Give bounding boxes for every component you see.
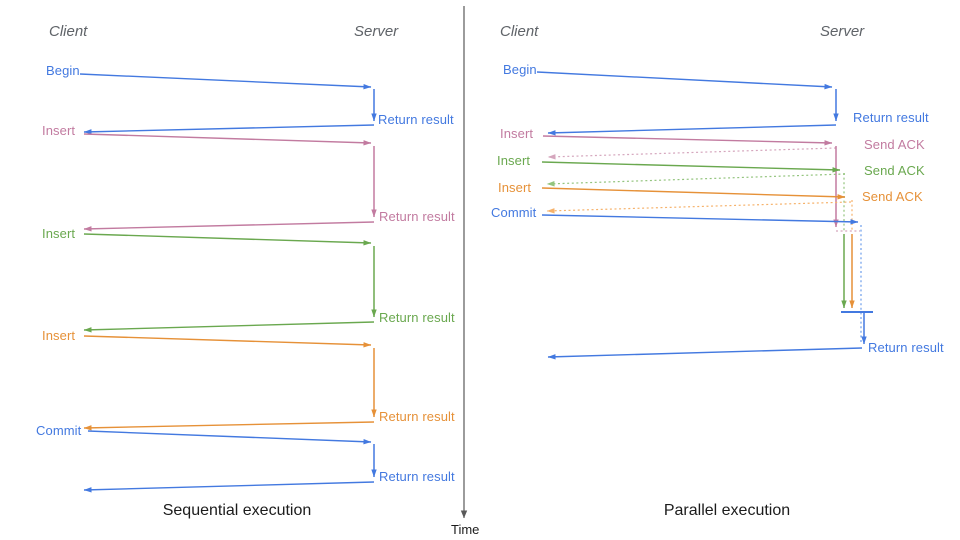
seq-client-header: Client [49,23,88,40]
par-insert2-ack-arrow [546,173,846,187]
seq-commit-request-arrow [87,430,372,445]
seq-insert2-label: Insert [42,226,76,241]
seq-insert2-return-arrow [83,321,375,333]
seq-commit-return-arrow [83,481,375,493]
par-commit-request-arrow [541,214,859,225]
par-title: Parallel execution [663,502,791,519]
time-axis-label: Time [451,522,480,537]
par-insert2-ack-label: Send ACK [864,163,925,178]
par-insert1-ack-label: Send ACK [864,137,925,152]
par-insert2-label: Insert [497,153,531,168]
par-commit-label: Commit [491,205,537,220]
par-insert3-ack-arrow [546,201,852,214]
par-begin-request-arrow [536,71,833,90]
par-insert1-label: Insert [500,126,534,141]
seq-insert1-return-arrow [83,221,375,232]
seq-insert1-label: Insert [42,123,76,138]
par-begin-return-arrow [547,124,837,136]
seq-insert1-return-label: Return result [379,209,455,224]
seq-title: Sequential execution [162,502,312,519]
seq-insert3-request-arrow [83,335,372,348]
par-insert1-ack-arrow [547,147,837,160]
par-insert3-label: Insert [498,180,532,195]
par-begin-label: Begin [503,62,537,77]
seq-insert3-return-arrow [83,421,375,431]
seq-server-header: Server [354,23,399,40]
par-insert3-ack-label: Send ACK [862,189,923,204]
seq-insert2-request-arrow [83,233,372,246]
seq-insert3-return-label: Return result [379,409,455,424]
seq-begin-return-label: Return result [378,112,454,127]
par-begin-return-label: Return result [853,110,929,125]
seq-begin-label: Begin [46,63,80,78]
seq-commit-return-label: Return result [379,469,455,484]
seq-insert2-return-label: Return result [379,310,455,325]
seq-insert1-request-arrow [83,133,372,146]
par-commit-return-arrow [547,347,863,360]
par-client-header: Client [500,23,539,40]
par-server-header: Server [820,23,865,40]
seq-commit-label: Commit [36,423,82,438]
seq-begin-request-arrow [79,73,372,90]
par-insert2-request-arrow [541,161,841,173]
seq-begin-return-arrow [83,124,375,135]
par-insert3-request-arrow [541,187,846,200]
par-insert1-request-arrow [542,135,833,146]
seq-insert3-label: Insert [42,328,76,343]
par-commit-return-label: Return result [868,340,944,355]
